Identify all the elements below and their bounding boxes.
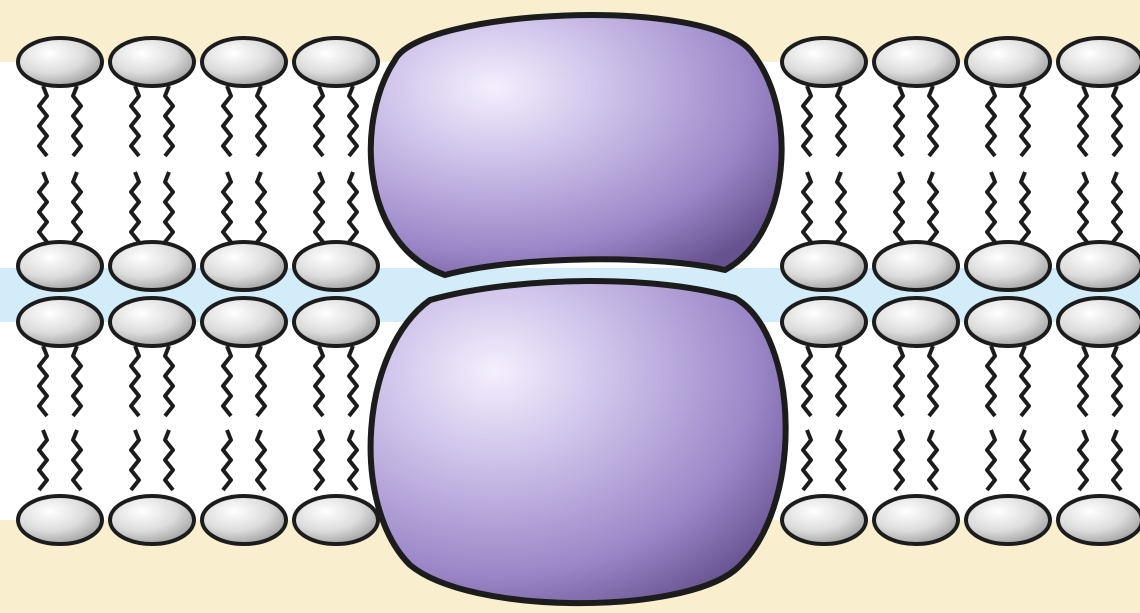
phospholipid-head-icon bbox=[110, 242, 194, 290]
phospholipid-head-icon bbox=[110, 298, 194, 346]
phospholipid-head-icon bbox=[18, 298, 102, 346]
phospholipid-head-icon bbox=[782, 38, 866, 86]
phospholipid-head-icon bbox=[966, 242, 1050, 290]
phospholipid-head-icon bbox=[18, 496, 102, 544]
phospholipid-head-icon bbox=[294, 38, 378, 86]
phospholipid-head-icon bbox=[202, 496, 286, 544]
phospholipid-head-icon bbox=[110, 496, 194, 544]
phospholipid-head-icon bbox=[966, 38, 1050, 86]
phospholipid-head-icon bbox=[110, 38, 194, 86]
phospholipid-head-icon bbox=[782, 242, 866, 290]
phospholipid-head-icon bbox=[966, 298, 1050, 346]
phospholipid-head-icon bbox=[1058, 496, 1140, 544]
phospholipid-head-icon bbox=[966, 496, 1050, 544]
phospholipid-head-icon bbox=[782, 496, 866, 544]
phospholipid-head-icon bbox=[202, 242, 286, 290]
phospholipid-head-icon bbox=[1058, 242, 1140, 290]
phospholipid-head-icon bbox=[294, 298, 378, 346]
lower-connexon bbox=[371, 281, 786, 603]
upper-connexon bbox=[371, 15, 782, 275]
phospholipid-head-icon bbox=[874, 242, 958, 290]
phospholipid-head-icon bbox=[18, 242, 102, 290]
phospholipid-head-icon bbox=[202, 38, 286, 86]
phospholipid-head-icon bbox=[202, 298, 286, 346]
phospholipid-head-icon bbox=[294, 496, 378, 544]
phospholipid-head-icon bbox=[874, 496, 958, 544]
phospholipid-head-icon bbox=[1058, 298, 1140, 346]
phospholipid-head-icon bbox=[874, 38, 958, 86]
protein-channel bbox=[371, 15, 786, 603]
phospholipid-head-icon bbox=[874, 298, 958, 346]
phospholipid-head-icon bbox=[18, 38, 102, 86]
phospholipid-head-icon bbox=[1058, 38, 1140, 86]
phospholipid-head-icon bbox=[782, 298, 866, 346]
phospholipid-head-icon bbox=[294, 242, 378, 290]
